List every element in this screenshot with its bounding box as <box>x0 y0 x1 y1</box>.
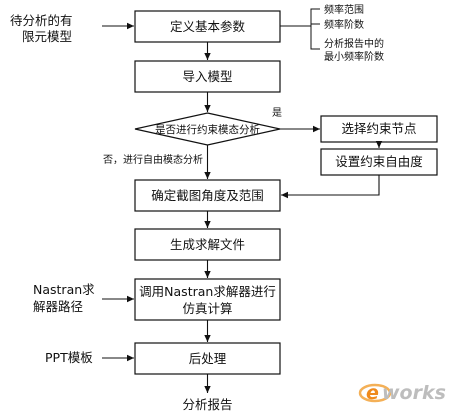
import-model-box <box>134 60 281 93</box>
param-freq-range: 频率范围 <box>324 3 364 16</box>
set-dof-label: 设置约束自由度 <box>335 154 423 169</box>
gen-solve-file-label: 生成求解文件 <box>170 237 245 252</box>
param-min-order-line1: 分析报告中的 <box>324 37 384 50</box>
set-dof-box <box>320 148 438 176</box>
watermark-e: e <box>366 382 379 404</box>
nastran-path-input-line1: Nastran求 <box>33 282 95 297</box>
yes-label: 是 <box>272 107 282 119</box>
param-freq-order: 频率阶数 <box>324 18 364 31</box>
report-output: 分析报告 <box>182 397 232 412</box>
fem-model-input-line2: 限元模型 <box>22 29 72 44</box>
decision-label: 是否进行约束模态分析 <box>155 123 260 136</box>
params-bracket <box>310 8 320 50</box>
post-process-box <box>134 342 281 375</box>
set-view-box <box>134 179 281 212</box>
eworks-watermark: e works <box>358 382 446 404</box>
call-solver-label-line2: 仿真计算 <box>182 301 232 316</box>
no-label: 否，进行自由模态分析 <box>103 153 203 166</box>
watermark-works: works <box>382 382 446 404</box>
define-params-label: 定义基本参数 <box>170 19 246 34</box>
import-model-label: 导入模型 <box>182 69 232 84</box>
watermark-swoosh <box>358 383 392 403</box>
call-solver-label-line1: 调用Nastran求解器进行 <box>139 284 276 299</box>
set-view-label: 确定截图角度及范围 <box>151 188 264 203</box>
gen-solve-file-box <box>134 228 281 261</box>
arrow-dof-to-view <box>281 175 380 199</box>
fem-model-input-line1: 待分析的有 <box>10 13 73 28</box>
param-min-order-line2: 最小频率阶数 <box>324 50 384 63</box>
nastran-path-input-line2: 解器路径 <box>33 299 83 314</box>
define-params-box <box>134 10 281 43</box>
select-nodes-label: 选择约束节点 <box>341 121 416 136</box>
ppt-template-input: PPT模板 <box>45 350 93 365</box>
call-solver-box <box>134 278 281 321</box>
post-process-label: 后处理 <box>189 351 227 366</box>
select-nodes-box <box>320 115 438 143</box>
